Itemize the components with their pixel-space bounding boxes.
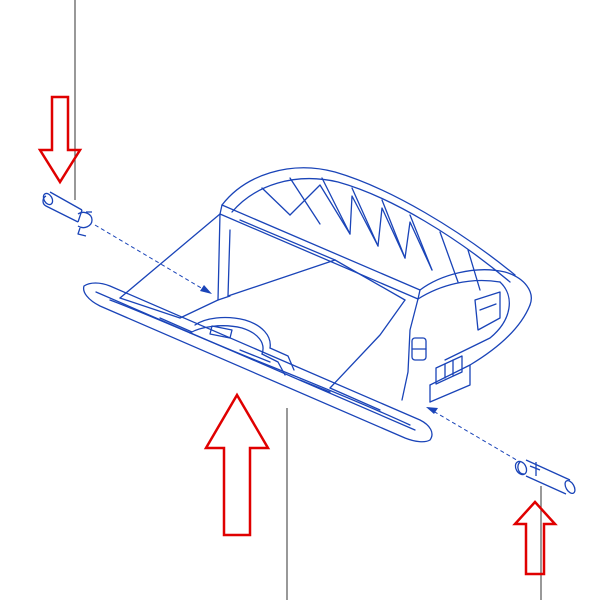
arrow-up-icon-right [512, 500, 558, 576]
guide-arrowheads [200, 285, 438, 414]
arrow-down-icon [37, 95, 83, 185]
pin-icon [42, 191, 93, 237]
assembly-guide-lines [94, 224, 521, 463]
arrow-up-icon [203, 392, 271, 537]
pin-icon-right [514, 459, 576, 495]
glove-box-icon [82, 167, 532, 443]
guide-arrowhead-right [426, 407, 438, 414]
guide-line-left [94, 224, 209, 293]
guide-arrowhead-left [200, 285, 212, 294]
guide-line-right [427, 407, 521, 463]
leader-lines [74, 0, 542, 600]
